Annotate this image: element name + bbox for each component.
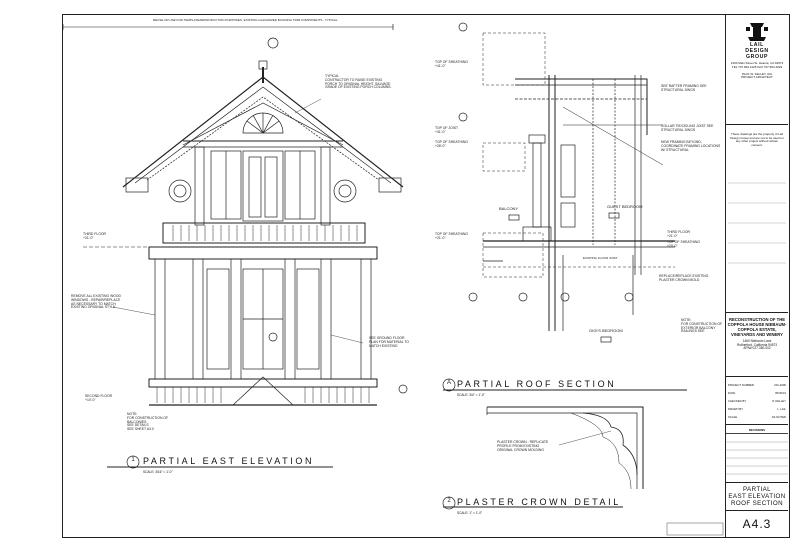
project-address: 1460 Niebaum Lane Rutherford, California…: [736, 339, 778, 351]
info-row: PROJECT NUMBER 201-2000: [728, 383, 786, 387]
roof-section-scale: SCALE: 3/4" = 1'-0": [457, 393, 485, 397]
roof-top-sheathing-4: TOP OF SHEATHING +20'-0": [667, 240, 700, 248]
revisions-header: REVISIONS: [726, 427, 788, 434]
project-name: RECONSTRUCTION OF THE COPPOLA HOUSE NIEB…: [727, 317, 787, 337]
roof-third-floor: THIRD FLOOR +21'-0": [667, 230, 690, 238]
elevation-number: 1: [131, 457, 135, 463]
elevation-title: PARTIAL EAST ELEVATION: [143, 456, 315, 466]
info-value: 05/30/01: [775, 391, 786, 395]
disclaimer-text: These drawings are the property of Lail …: [730, 132, 784, 147]
sheet-title: PARTIAL EAST ELEVATION ROOF SECTION: [728, 486, 786, 507]
sheet-number-box: A4.3: [726, 513, 788, 535]
title-block: LAIL DESIGN GROUP 1330 Main Street St. H…: [725, 15, 789, 537]
elevation-scale: SCALE: 3/16" = 1'-0": [143, 470, 173, 474]
info-row: DRAWN BY L. LAIL: [728, 407, 786, 411]
roof-replace-note: REPLACE/REPLACE EXISTING PLASTER CROWN M…: [659, 274, 709, 282]
info-value: L. LAIL: [777, 407, 786, 411]
roof-section-title: PARTIAL ROOF SECTION: [457, 379, 617, 389]
revisions-box: REVISIONS: [726, 427, 788, 483]
info-row: SCALE AS NOTED: [728, 415, 786, 419]
roof-top-sheathing-2: TOP OF SHEATHING +28'-0": [435, 140, 468, 148]
firm-name-line2: DESIGN: [745, 47, 769, 54]
info-row: CHECKED BY P. KELLEY: [728, 399, 786, 403]
roof-rafter-note: SEE RAFTER FRAMING SEE STRUCTURAL DWGS: [661, 84, 707, 92]
sheet-number: A4.3: [742, 517, 772, 531]
info-label: PROJECT NUMBER: [728, 383, 754, 387]
info-table: PROJECT NUMBER 201-2000 DATE 05/30/01 CHEC…: [726, 379, 788, 425]
drawing-sheet: REUSE OR USE FOR TEMPLATE/REPRODUCTION P…: [62, 14, 790, 538]
roof-gigis-bedroom-label: GIGI'S BEDROOM: [589, 328, 623, 333]
elevation-second-floor-label: SECOND FLOOR +10'-0": [85, 394, 113, 402]
info-label: DATE: [728, 391, 736, 395]
elevation-bottom-note: NOTE: FOR CONSTRUCTION OF BALCONIES SEE …: [127, 412, 169, 432]
revision-rows: [726, 441, 788, 474]
roof-collar-note: COLLAR TIE/CEILING JOIST SEE STRUCTURAL …: [661, 124, 714, 132]
info-value: P. KELLEY: [772, 399, 786, 403]
roof-guest-bedroom-label: GUEST BEDROOM: [607, 204, 643, 209]
roof-framing-note: NEW FRAMING BEYOND, COORDINATE FRAMING L…: [661, 140, 721, 152]
crown-note: PLASTER CROWN - REPLICATE PROFILE FROM E…: [497, 440, 549, 452]
elevation-typical-note: TYPICAL CONTRACTOR TO RAISE EXISTING POR…: [325, 74, 392, 90]
crown-detail-scale: SCALE: 1" = 1'-0": [457, 511, 483, 515]
info-label: CHECKED BY: [728, 399, 747, 403]
roof-top-sheathing-1: TOP OF SHEATHING +41'-0": [435, 60, 468, 68]
roof-existing-floor-joist: EXISTING FLOOR JOIST: [583, 256, 618, 260]
project-info: RECONSTRUCTION OF THE COPPOLA HOUSE NIEB…: [726, 315, 788, 377]
drawing-area: [63, 22, 724, 536]
crown-detail-number: 2: [447, 498, 451, 504]
crown-detail-title: PLASTER CROWN DETAIL: [457, 497, 621, 507]
roof-balcony-label: BALCONY: [499, 206, 519, 211]
firm-name-line1: LAIL: [750, 42, 764, 48]
info-label: DRAWN BY: [728, 407, 743, 411]
roof-section-letter: A: [446, 380, 451, 386]
elevation-third-floor-label: THIRD FLOOR +21'-0": [83, 232, 106, 240]
roof-top-sheathing-3: TOP OF SHEATHING +21'-0": [435, 232, 468, 240]
blank-stamp-rows: [728, 183, 786, 264]
firm-address: 1330 Main Street St. Helena, CA 94574 TE…: [730, 61, 784, 69]
info-value: 201-2000: [774, 383, 786, 387]
firm-name-line3: GROUP: [745, 53, 769, 60]
firm-logo-icon: [746, 23, 768, 41]
project-architect: PAUL W. KELLEY, AIA PROJECT ARCHITECT: [741, 71, 773, 80]
info-label: SCALE: [728, 415, 738, 419]
roof-construction-note: NOTE: FOR CONSTRUCTION OF EXTERIOR BALCO…: [681, 318, 723, 334]
info-row: DATE 05/30/01: [728, 391, 786, 395]
stamp-area: These drawings are the property of Lail …: [726, 127, 788, 313]
info-value: AS NOTED: [771, 415, 786, 419]
elevation-see-ground-note: SEE GROUND FLOOR PLAN FOR MATERIAL TO MA…: [369, 336, 410, 348]
sheet-title-box: PARTIAL EAST ELEVATION ROOF SECTION: [726, 485, 788, 511]
firm-section: LAIL DESIGN GROUP 1330 Main Street St. H…: [726, 17, 788, 125]
elevation-remove-existing-note: REMOVE ALL EXISTING WOOD WINDOWS - REPAI…: [71, 294, 121, 310]
roof-top-joist: TOP OF JOIST +31'-0": [435, 126, 459, 134]
top-note: REUSE OR USE FOR TEMPLATE/REPRODUCTION P…: [153, 18, 338, 22]
